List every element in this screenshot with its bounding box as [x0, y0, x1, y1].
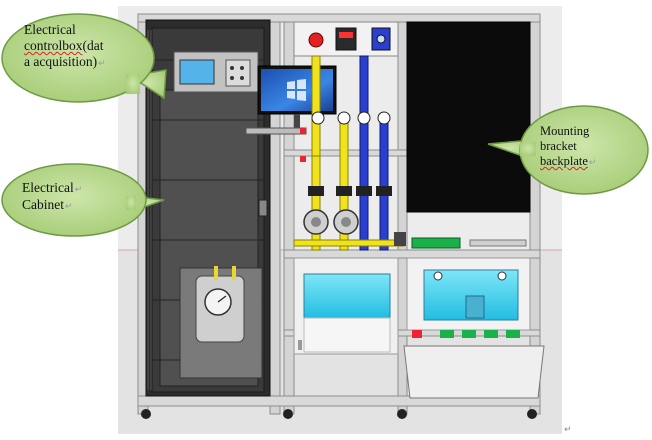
control-box-line2a: controlbox [24, 38, 83, 53]
control-box-line1: Electrical [24, 22, 76, 37]
cabinet-line1: Electrical [22, 180, 74, 195]
pressure-gauge-icon [311, 111, 391, 125]
callout-control-box [1, 13, 167, 103]
callout-backplate-label: Mounting bracket backplate↵ [540, 124, 640, 170]
green-equipment-row [394, 232, 527, 249]
pressure-gauge-icon [204, 288, 232, 316]
paragraph-mark: ↵ [74, 184, 83, 194]
backplate-line3: backplate [540, 154, 588, 168]
callout-cabinet-label: Electrical↵ Cabinet↵ [22, 180, 142, 214]
paragraph-mark: ↵ [588, 157, 597, 167]
water-tank-left [293, 257, 399, 355]
control-box-line2b: (dat [82, 38, 104, 53]
monitor-icon [245, 65, 337, 135]
backplate-line1: Mounting [540, 124, 590, 138]
cabinet-handle [258, 199, 268, 217]
control-box-line3: a acquisition) [24, 54, 98, 69]
paragraph-mark: ↵ [98, 58, 106, 68]
drain-tray [403, 345, 545, 399]
pump-icon [303, 209, 359, 235]
caster-wheel-icon [141, 409, 537, 419]
paragraph-mark-bottom: ↵ [564, 424, 572, 434]
pipework [293, 55, 405, 251]
cabinet-line2: Cabinet [22, 197, 64, 212]
callout-control-box-label: Electrical controlbox(dat a acquisition)… [24, 22, 164, 71]
valve-row [412, 330, 520, 338]
callout-backplate [487, 105, 649, 195]
paragraph-mark: ↵ [65, 201, 73, 211]
mounting-backplate [406, 21, 531, 213]
callout-cabinet [1, 163, 165, 237]
top-control-panel [293, 21, 399, 57]
water-tank-right [406, 257, 531, 331]
backplate-line2: bracket [540, 139, 577, 153]
control-box [173, 51, 259, 93]
